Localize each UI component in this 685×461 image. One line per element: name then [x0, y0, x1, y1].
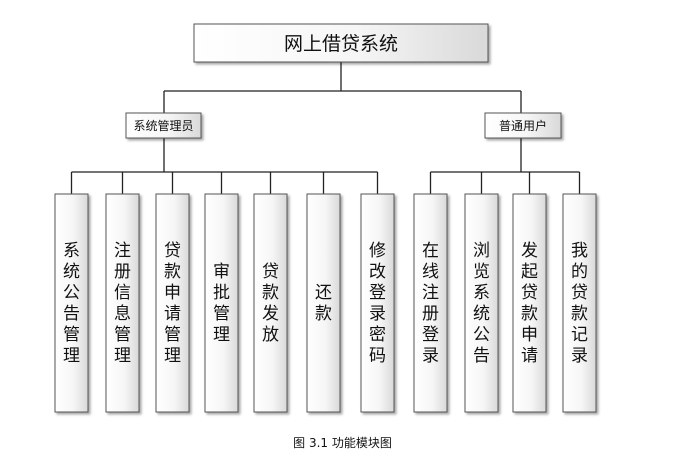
leaf-node-label-0-2: 贷款申请管理 — [164, 241, 181, 366]
leaf-node-box-1-3 — [562, 193, 597, 413]
leaf-node-label-0-3: 审批管理 — [213, 262, 230, 345]
leaf-node-box-0-2 — [155, 193, 190, 413]
leaf-node-label-0-4: 贷款发放 — [262, 262, 279, 345]
leaf-node-label-0-1: 注册信息管理 — [114, 241, 131, 366]
root-node-box — [193, 23, 489, 63]
leaf-node-box-0-5 — [306, 193, 341, 413]
leaf-node-label-0-5: 还款 — [315, 283, 332, 324]
leaf-node-box-1-1 — [464, 193, 499, 413]
group-node-label-1: 普通用户 — [499, 118, 547, 133]
leaf-node-box-0-0 — [54, 193, 89, 413]
leaf-node-label-1-0: 在线注册登录 — [422, 241, 439, 366]
figure-caption: 图 3.1 功能模块图 — [293, 436, 392, 450]
connector-lines — [70, 62, 581, 194]
leaf-node-label-1-3: 我的贷款记录 — [571, 241, 588, 366]
leaf-node-label-0-6: 修改登录密码 — [369, 241, 386, 366]
group-node-box-1 — [484, 112, 562, 139]
leaf-node-label-1-2: 发起贷款申请 — [521, 241, 538, 366]
leaf-node-box-0-3 — [204, 193, 239, 413]
leaf-node-box-0-4 — [253, 193, 288, 413]
leaf-node-box-1-0 — [413, 193, 448, 413]
leaf-node-label-1-1: 浏览系统公告 — [473, 241, 490, 366]
leaf-node-box-0-1 — [105, 193, 140, 413]
group-node-label-0: 系统管理员 — [133, 118, 193, 133]
leaf-node-box-1-2 — [512, 193, 547, 413]
root-node-label: 网上借贷系统 — [284, 33, 398, 55]
leaf-node-box-0-6 — [360, 193, 395, 413]
leaf-node-label-0-0: 系统公告管理 — [63, 241, 80, 366]
group-node-box-0 — [125, 112, 202, 139]
